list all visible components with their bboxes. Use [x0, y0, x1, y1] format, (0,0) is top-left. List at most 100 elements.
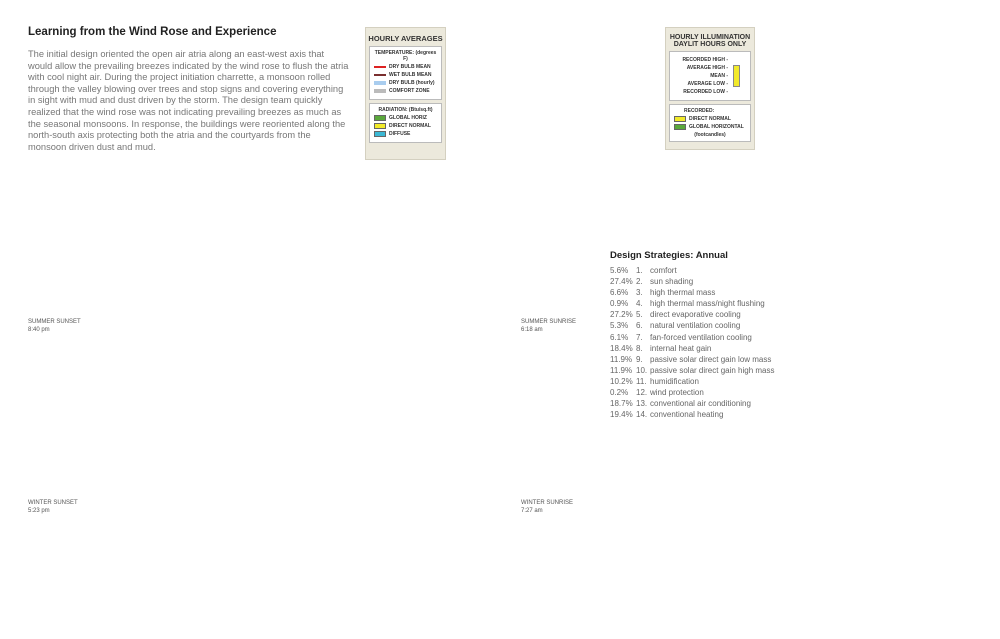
weather-hour-dot	[782, 455, 785, 457]
weather-hour-dot	[892, 475, 894, 477]
stat-label: RECORDED HIGH -	[682, 57, 728, 63]
weather-hour-dot	[842, 548, 844, 550]
weather-hour-dot	[843, 463, 845, 465]
weather-hour-dot	[923, 571, 925, 573]
weather-hour-dot	[665, 551, 667, 553]
weather-hour-dot	[781, 576, 784, 579]
direct-normal-bar	[869, 83, 874, 139]
weather-hour-dot	[871, 462, 873, 464]
weather-hour-dot	[886, 520, 888, 522]
weather-hour-dot	[904, 580, 907, 582]
dry-bulb-mean-line	[467, 86, 485, 119]
diffuse-area	[471, 153, 482, 170]
weather-hour-dot	[840, 500, 842, 502]
weather-hour-dot	[860, 443, 862, 445]
east-label: EAST	[418, 412, 431, 418]
weather-hour-dot	[799, 503, 801, 505]
weather-hour-dot	[741, 503, 743, 505]
weather-hour-dot	[920, 487, 922, 489]
weather-hour-dot	[716, 528, 718, 530]
month-tick-label: Mar	[489, 173, 496, 177]
weather-hour-dot	[803, 558, 805, 560]
weather-hour-dot	[685, 543, 688, 545]
weather-hour-dot	[801, 581, 803, 584]
strategy-num: 14.	[636, 410, 648, 420]
weather-hour-dot	[685, 573, 687, 575]
weather-hour-dot	[832, 463, 834, 465]
weather-hour-dot	[893, 487, 895, 489]
weather-hour-dot	[695, 560, 697, 562]
weather-hour-dot	[738, 502, 740, 504]
weather-hour-dot	[684, 571, 686, 573]
weather-hour-dot	[646, 564, 648, 566]
weather-hour-dot	[673, 569, 675, 571]
tree-icon	[381, 338, 387, 344]
weather-hour-dot	[912, 574, 914, 576]
building	[359, 319, 385, 337]
month-tick-label: Jan	[457, 173, 463, 177]
tree-icon	[271, 338, 277, 344]
weather-hour-dot	[760, 494, 763, 496]
weather-hour-dot	[814, 521, 816, 523]
tree-icon	[197, 301, 203, 307]
weather-hour-dot	[869, 524, 872, 526]
weather-hour-dot	[914, 449, 916, 451]
weather-hour-dot	[735, 542, 737, 544]
tree-icon	[252, 301, 258, 307]
weather-hour-dot	[718, 503, 720, 505]
weather-hour-dot	[710, 562, 712, 564]
weather-hour-dot	[760, 549, 762, 551]
weather-hour-dot	[677, 524, 679, 526]
weather-hour-dot	[866, 581, 868, 583]
weather-hour-dot	[761, 557, 763, 559]
zone-label: 3	[869, 451, 874, 460]
weather-hour-dot	[756, 524, 758, 526]
weather-hour-dot	[724, 575, 726, 577]
weather-hour-dot	[867, 453, 869, 455]
ring-dashed	[174, 281, 430, 536]
weather-hour-dot	[762, 571, 764, 573]
global-horizontal-bar	[789, 98, 795, 156]
weather-hour-dot	[644, 576, 646, 578]
weather-hour-dot	[841, 568, 843, 570]
strategy-num: 4.	[636, 299, 643, 309]
weather-hour-dot	[773, 452, 775, 454]
weather-hour-dot	[903, 465, 905, 467]
weather-hour-dot	[898, 574, 900, 576]
weather-hour-dot	[901, 550, 903, 552]
weather-hour-dot	[853, 515, 855, 517]
weather-hour-dot	[663, 530, 665, 532]
weather-hour-dot	[660, 539, 662, 542]
weather-hour-dot	[878, 552, 880, 554]
weather-hour-dot	[771, 452, 774, 454]
weather-hour-dot	[891, 453, 893, 455]
weather-hour-dot	[672, 568, 675, 570]
weather-hour-dot	[777, 495, 779, 497]
weather-hour-dot	[820, 478, 822, 480]
weather-hour-dot	[693, 545, 696, 547]
dew-point-label: 30	[914, 543, 922, 550]
weather-hour-dot	[697, 556, 699, 558]
illum-plot-area	[767, 32, 939, 177]
weather-hour-dot	[720, 581, 722, 583]
global-horizontal-bar	[931, 115, 936, 148]
weather-hour-dot	[724, 514, 726, 516]
building	[257, 317, 267, 355]
weather-hour-dot	[842, 507, 844, 509]
weather-hour-dot	[919, 458, 922, 460]
weather-hour-dot	[679, 575, 681, 577]
weather-hour-dot	[783, 472, 785, 474]
weather-hour-dot	[823, 508, 825, 510]
weather-hour-dot	[681, 556, 683, 559]
weather-hour-dot	[654, 570, 656, 572]
weather-hour-dot	[916, 578, 919, 580]
weather-hour-dot	[776, 532, 778, 534]
wind-rose-petal	[311, 381, 351, 406]
weather-hour-dot	[745, 524, 747, 526]
weather-hour-dot	[670, 561, 672, 563]
weather-hour-dot	[819, 514, 821, 516]
weather-hour-dot	[727, 516, 729, 518]
weather-hour-dot	[771, 516, 773, 518]
tree-icon	[159, 301, 165, 307]
